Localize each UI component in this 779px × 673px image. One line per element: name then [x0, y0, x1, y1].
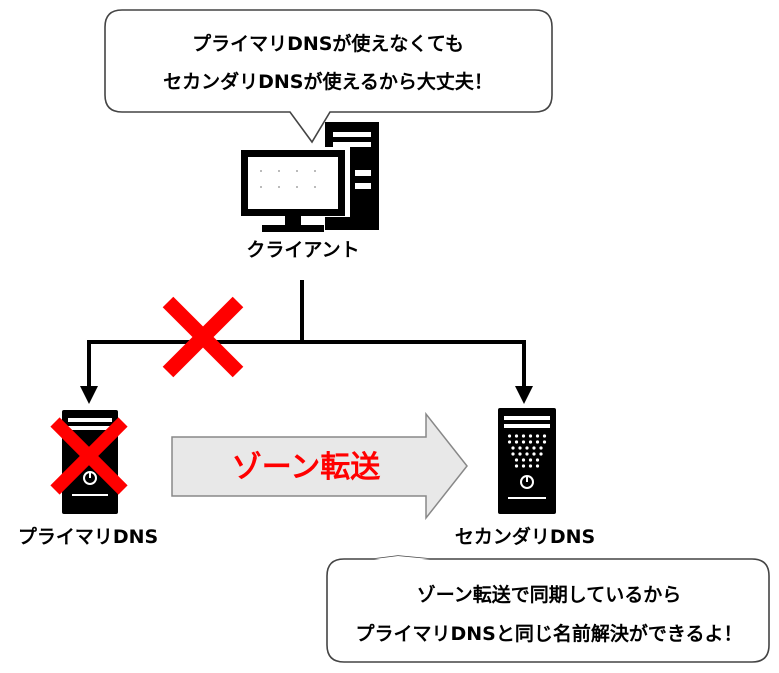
zone-transfer-label: ゾーン転送 [232, 450, 381, 485]
vent-dot [532, 446, 536, 450]
vent-dot [535, 458, 540, 462]
vent-dot [532, 452, 536, 456]
vent-dot [518, 446, 522, 450]
vent-dot [521, 458, 526, 462]
vent-dot [518, 452, 522, 456]
bottom-bubble-line1: ゾーン転送で同期しているから [417, 583, 681, 606]
arrow-to-secondary [515, 386, 533, 404]
zone-transfer-arrow [171, 411, 468, 521]
vent-dot [514, 434, 519, 438]
vent-dot [514, 458, 519, 462]
vent-dot [528, 440, 533, 444]
vent-dot [525, 452, 529, 456]
client-computer-icon [236, 122, 379, 232]
vent-dot [535, 464, 540, 468]
vent-dot [528, 434, 533, 438]
vent-dot [507, 440, 512, 444]
vent-dot [528, 458, 533, 462]
vent-dot [514, 440, 519, 444]
vent-dot [525, 446, 529, 450]
top-bubble-line1: プライマリDNSが使えなくても [192, 32, 464, 55]
vent-dot [528, 464, 533, 468]
secondary-dns-server-icon [498, 408, 556, 514]
vent-dot [542, 434, 547, 438]
bottom-speech-bubble: ゾーン転送で同期しているから プライマリDNSと同じ名前解決ができるよ！ [326, 555, 770, 663]
vent-dot [539, 452, 543, 456]
vent-dot [521, 434, 526, 438]
network-lines [87, 280, 526, 388]
arrow-to-primary [80, 386, 98, 404]
client-label: クライアント [246, 239, 359, 261]
vent-dot [542, 440, 547, 444]
secondary-dns-label: セカンダリDNS [455, 525, 595, 548]
vent-dot [507, 434, 512, 438]
vent-dot [521, 464, 526, 468]
vent-dot [539, 446, 543, 450]
link-failure-cross-icon [162, 296, 244, 378]
bottom-bubble-line2: プライマリDNSと同じ名前解決ができるよ！ [356, 622, 743, 645]
primary-dns-down-cross-icon [50, 417, 128, 495]
top-speech-bubble: プライマリDNSが使えなくても セカンダリDNSが使えるから大丈夫！ [104, 9, 553, 144]
vent-dot [514, 464, 519, 468]
vent-dot [511, 446, 515, 450]
vent-dot [535, 434, 540, 438]
vent-dot [535, 440, 540, 444]
top-bubble-line2: セカンダリDNSが使えるから大丈夫！ [163, 70, 493, 93]
vent-dot [511, 452, 515, 456]
vent-dot [521, 440, 526, 444]
primary-dns-label: プライマリDNS [18, 525, 158, 548]
